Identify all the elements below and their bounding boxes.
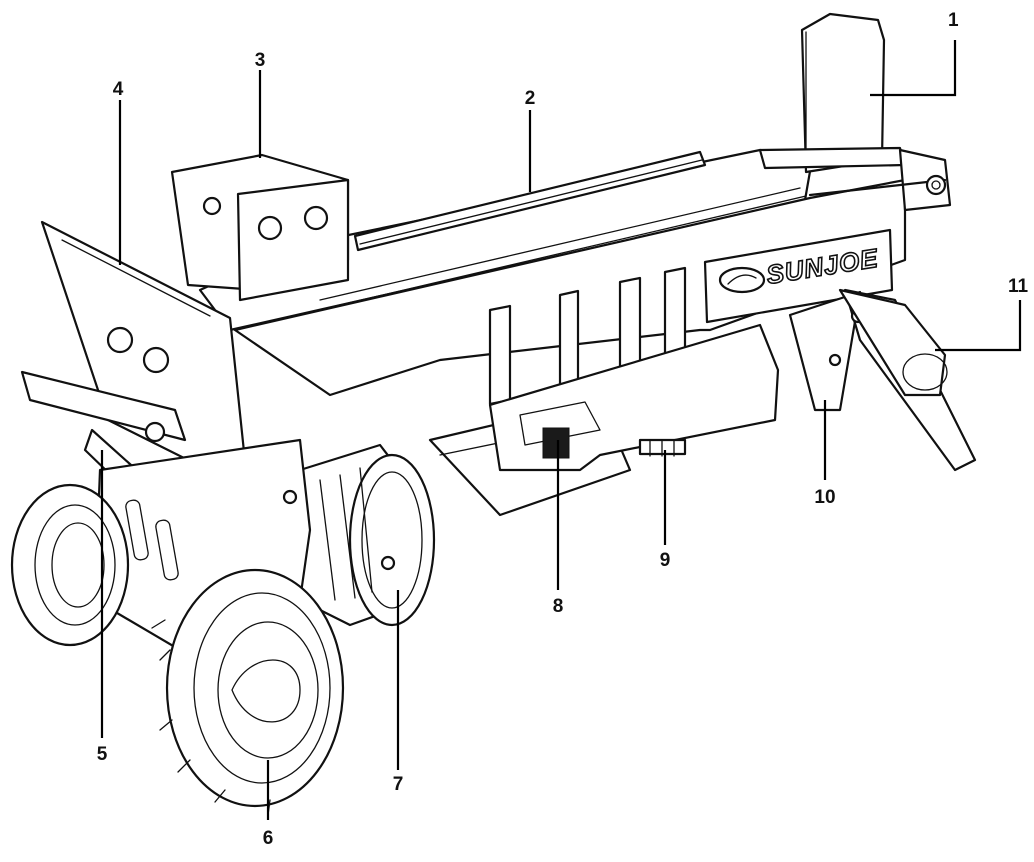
front-wheel bbox=[151, 568, 345, 816]
callout-6: 6 bbox=[263, 828, 274, 849]
callout-3: 3 bbox=[255, 50, 266, 71]
brand-plate: SUNJOE bbox=[703, 228, 894, 324]
callout-2: 2 bbox=[525, 88, 536, 109]
leader-1 bbox=[870, 40, 957, 97]
motor bbox=[298, 443, 436, 627]
leader-lines bbox=[100, 40, 1022, 820]
rear-wheel bbox=[10, 483, 130, 647]
control-housing bbox=[488, 323, 780, 472]
end-bracket bbox=[808, 148, 952, 212]
callout-7: 7 bbox=[393, 774, 404, 795]
callout-9: 9 bbox=[660, 550, 671, 571]
leader-11 bbox=[935, 300, 1022, 352]
ram-head-guard bbox=[170, 153, 350, 302]
callout-10: 10 bbox=[814, 487, 835, 508]
splitting-wedge bbox=[758, 12, 907, 174]
callout-11: 11 bbox=[1008, 276, 1029, 297]
callout-8: 8 bbox=[553, 596, 564, 617]
callout-1: 1 bbox=[948, 10, 959, 31]
callout-4: 4 bbox=[113, 79, 124, 100]
rear-foot bbox=[838, 288, 948, 397]
callout-labels: 1 2 3 4 5 6 7 8 9 10 11 bbox=[97, 10, 1029, 849]
callout-5: 5 bbox=[97, 744, 108, 765]
